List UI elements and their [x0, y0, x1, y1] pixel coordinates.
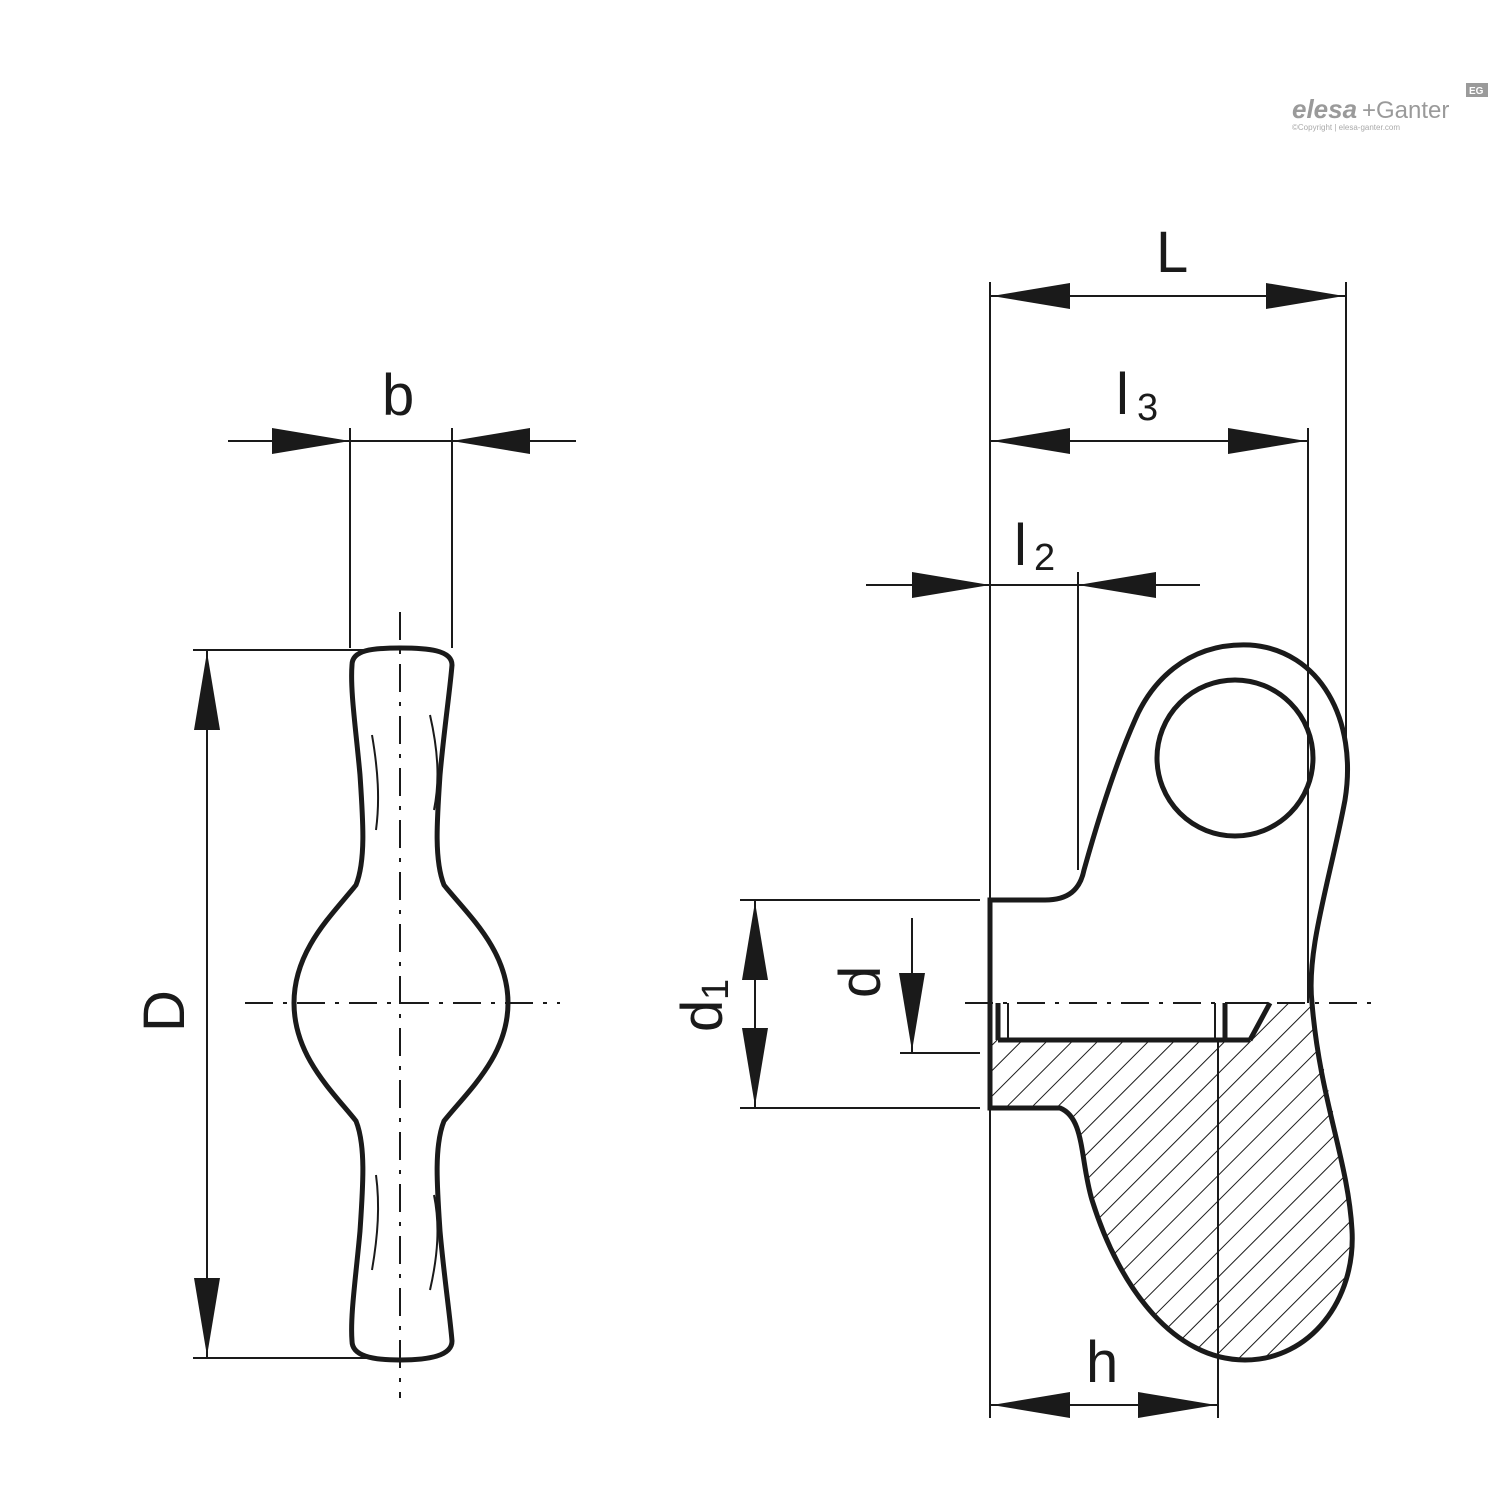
label-b: b — [382, 363, 414, 428]
shade-curve — [371, 734, 380, 831]
label-l2-subscript: 2 — [1034, 537, 1055, 579]
shade-curve — [429, 1194, 439, 1291]
label-h: h — [1086, 1330, 1118, 1395]
side-view-outline — [987, 642, 1355, 1363]
label-d: d — [828, 966, 893, 998]
wing-hole — [1154, 677, 1316, 839]
front-view: b D — [132, 363, 576, 1398]
section-hatch — [990, 1003, 1353, 1360]
side-view: L l 3 l 2 d 1 d h — [670, 220, 1380, 1418]
d1-arrow-bottom — [742, 1028, 768, 1106]
l3-arrow-right — [1228, 428, 1306, 454]
label-D: D — [132, 990, 197, 1032]
shade-curve — [371, 1174, 380, 1271]
l3-arrow-left — [992, 428, 1070, 454]
label-d1: d — [670, 1000, 735, 1032]
logo-ganter: +Ganter — [1362, 97, 1449, 124]
L-arrow-right — [1266, 283, 1344, 309]
L-arrow-left — [992, 283, 1070, 309]
logo-badge — [1466, 83, 1488, 97]
label-l3: l — [1116, 362, 1129, 427]
b-arrow-right — [452, 428, 530, 454]
shade-curve — [429, 714, 439, 811]
label-l3-subscript: 3 — [1137, 387, 1158, 429]
h-arrow-left — [992, 1392, 1070, 1418]
d1-arrow-top — [742, 902, 768, 980]
label-d1-subscript: 1 — [695, 979, 737, 1000]
front-view-outline — [291, 645, 511, 1363]
d-arrow — [899, 973, 925, 1051]
copyright-text: ©Copyright | elesa-ganter.com — [1292, 123, 1400, 132]
logo-badge-text: EG — [1469, 86, 1484, 97]
label-l2: l — [1014, 513, 1027, 578]
l2-arrow-left — [912, 572, 990, 598]
b-arrow-left — [272, 428, 350, 454]
bore-tip — [1247, 1001, 1273, 1042]
D-arrow-bottom — [194, 1278, 220, 1356]
logo-elesa: elesa — [1292, 94, 1357, 124]
h-arrow-right — [1138, 1392, 1216, 1418]
brand-logo: elesa +Ganter EG ©Copyright | elesa-gant… — [1292, 83, 1488, 132]
D-arrow-top — [194, 652, 220, 730]
label-L: L — [1156, 220, 1188, 285]
l2-arrow-right — [1078, 572, 1156, 598]
